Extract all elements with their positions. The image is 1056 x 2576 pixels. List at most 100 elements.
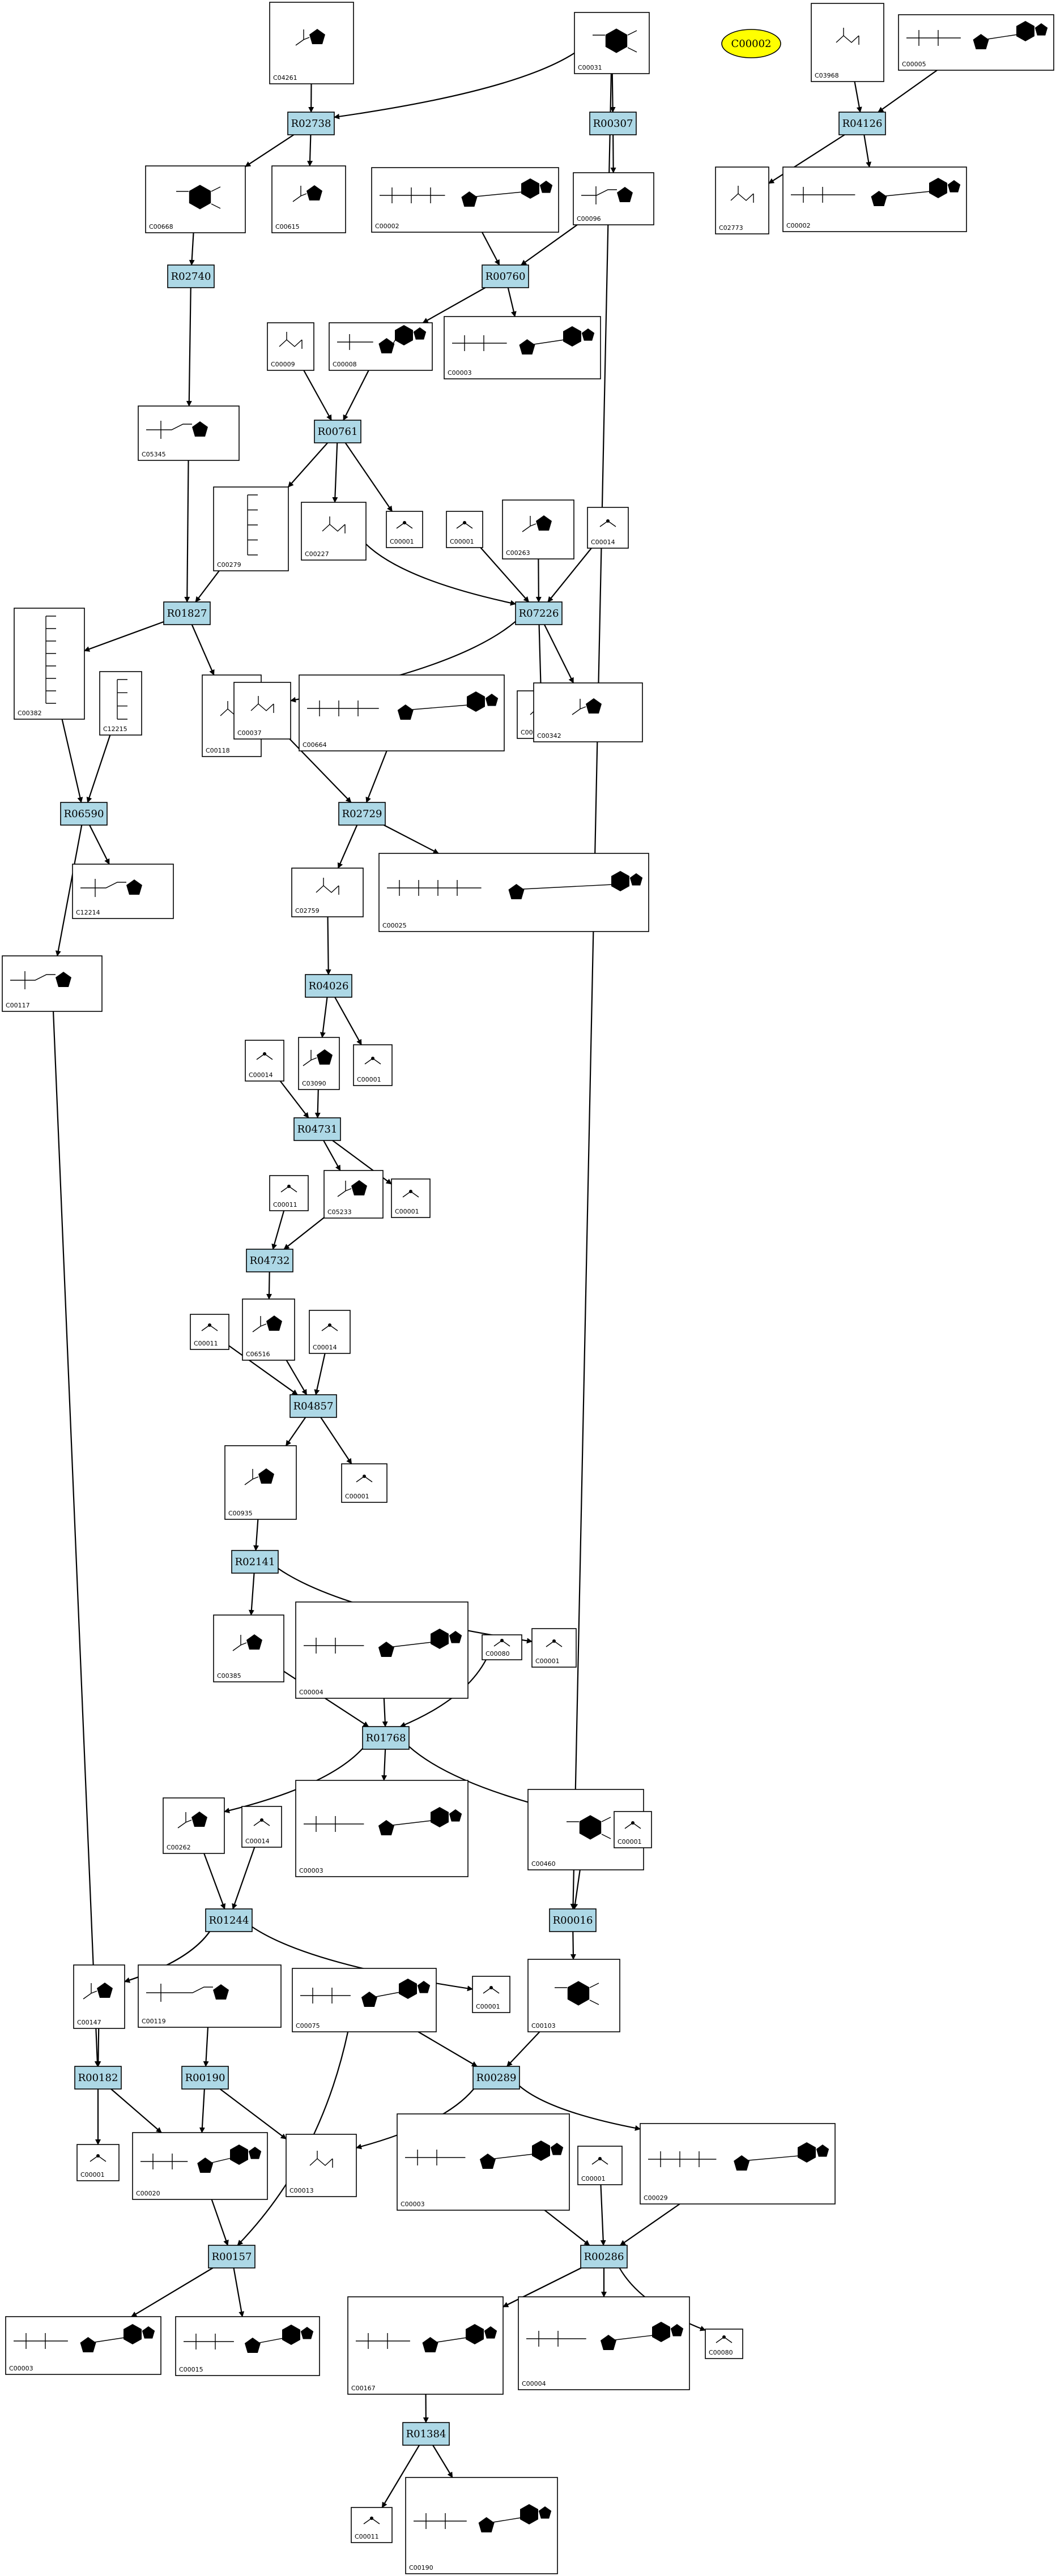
compound-node[interactable]: C00001 bbox=[391, 1178, 431, 1218]
compound-node[interactable]: C00005 bbox=[898, 14, 1054, 71]
compound-node[interactable]: C00004 bbox=[295, 1601, 469, 1699]
compound-node[interactable]: C00003 bbox=[295, 1780, 469, 1877]
compound-node[interactable]: C00002 bbox=[371, 167, 559, 233]
compound-node[interactable]: C00385 bbox=[213, 1614, 284, 1682]
compound-node[interactable]: C00003 bbox=[397, 2113, 570, 2211]
compound-node[interactable]: C00014 bbox=[245, 1040, 284, 1082]
reaction-node[interactable]: R02729 bbox=[338, 802, 386, 826]
reaction-node[interactable]: R01384 bbox=[402, 2422, 450, 2446]
compound-node[interactable]: C00382 bbox=[14, 608, 85, 720]
compound-node[interactable]: C12214 bbox=[72, 864, 174, 919]
reaction-id: R04731 bbox=[297, 1123, 338, 1135]
compound-node[interactable]: C00031 bbox=[574, 12, 650, 74]
compound-node[interactable]: C00001 bbox=[531, 1628, 577, 1668]
compound-node[interactable]: C05345 bbox=[138, 405, 240, 461]
compound-node[interactable]: C00009 bbox=[267, 322, 314, 371]
compound-node[interactable]: C00664 bbox=[299, 674, 505, 751]
compound-node[interactable]: C00013 bbox=[286, 2134, 357, 2197]
reaction-node[interactable]: R00286 bbox=[580, 2245, 628, 2269]
compound-node[interactable]: C00014 bbox=[587, 507, 629, 549]
reaction-node[interactable]: R00157 bbox=[208, 2245, 256, 2269]
compound-node[interactable]: C02773 bbox=[715, 166, 769, 234]
compound-node[interactable]: C00342 bbox=[533, 682, 643, 742]
reaction-node[interactable]: R04731 bbox=[293, 1117, 341, 1141]
reaction-node[interactable]: R01244 bbox=[205, 1908, 253, 1932]
reaction-node[interactable]: R02740 bbox=[167, 264, 215, 288]
reaction-node[interactable]: R04026 bbox=[305, 974, 352, 998]
compound-id: C00002 bbox=[375, 223, 399, 230]
reaction-node[interactable]: R06590 bbox=[60, 802, 108, 826]
compound-node[interactable]: C00003 bbox=[5, 2316, 161, 2375]
compound-node[interactable]: C00227 bbox=[301, 502, 367, 561]
compound-id: C00003 bbox=[9, 2365, 33, 2372]
compound-node[interactable]: C00003 bbox=[444, 316, 601, 379]
compound-node[interactable]: C00001 bbox=[341, 1463, 388, 1503]
compound-node[interactable]: C00935 bbox=[224, 1445, 297, 1520]
compound-node[interactable]: C00001 bbox=[386, 511, 423, 548]
compound-node[interactable]: C00020 bbox=[132, 2132, 268, 2200]
compound-node[interactable]: C00037 bbox=[233, 682, 291, 740]
reaction-node[interactable]: R04732 bbox=[246, 1249, 293, 1272]
compound-id: C00096 bbox=[577, 215, 601, 223]
structure-drawing bbox=[184, 2325, 314, 2353]
compound-node[interactable]: C00668 bbox=[145, 165, 246, 233]
reaction-node[interactable]: R00760 bbox=[482, 264, 529, 288]
compound-node[interactable]: C00080 bbox=[482, 1634, 522, 1660]
reaction-id: R06590 bbox=[64, 808, 104, 820]
compound-node[interactable]: C00262 bbox=[163, 1797, 225, 1854]
reaction-node[interactable]: R02738 bbox=[287, 112, 335, 135]
compound-node[interactable]: C00103 bbox=[527, 1959, 620, 2032]
reaction-node[interactable]: R07226 bbox=[515, 601, 563, 625]
compound-node[interactable]: C00075 bbox=[292, 1968, 437, 2032]
compound-node[interactable]: C00001 bbox=[446, 511, 483, 548]
compound-node[interactable]: C00011 bbox=[190, 1314, 229, 1350]
compound-node[interactable]: C00001 bbox=[76, 2144, 120, 2181]
reaction-node[interactable]: R00016 bbox=[549, 1908, 597, 1932]
compound-id: C00075 bbox=[296, 2022, 320, 2030]
reaction-node[interactable]: R00182 bbox=[74, 2066, 122, 2090]
compound-node[interactable]: C03090 bbox=[298, 1037, 340, 1090]
reaction-node[interactable]: R02141 bbox=[231, 1550, 279, 1574]
compound-node[interactable]: C00014 bbox=[241, 1806, 282, 1848]
reaction-node[interactable]: R01827 bbox=[163, 601, 211, 625]
compound-node[interactable]: C06516 bbox=[242, 1298, 295, 1361]
compound-node[interactable]: C00014 bbox=[309, 1310, 351, 1354]
compound-node[interactable]: C04261 bbox=[269, 2, 354, 84]
reaction-node[interactable]: R01768 bbox=[362, 1726, 410, 1750]
compound-node[interactable]: C00029 bbox=[640, 2123, 836, 2205]
compound-node[interactable]: C00001 bbox=[577, 2146, 623, 2185]
compound-node[interactable]: C00263 bbox=[502, 499, 574, 559]
compound-node[interactable]: C00279 bbox=[213, 486, 289, 571]
compound-node[interactable]: C00025 bbox=[378, 853, 649, 932]
reaction-node[interactable]: R04126 bbox=[838, 112, 886, 135]
compound-node[interactable]: C00190 bbox=[405, 2477, 558, 2574]
compound-node[interactable]: C00002 bbox=[782, 166, 967, 232]
reaction-node[interactable]: R00289 bbox=[472, 2066, 520, 2090]
reaction-id: R02141 bbox=[235, 1556, 275, 1568]
compound-node[interactable]: C00001 bbox=[472, 1976, 510, 2013]
compound-node[interactable]: C00147 bbox=[73, 1964, 125, 2029]
compound-node[interactable]: C00004 bbox=[518, 2296, 690, 2390]
compound-node[interactable]: C12215 bbox=[99, 671, 142, 736]
compound-node[interactable]: C02759 bbox=[291, 868, 364, 917]
reaction-node[interactable]: R04857 bbox=[289, 1394, 337, 1418]
compound-node[interactable]: C05233 bbox=[323, 1170, 384, 1219]
compound-node[interactable]: C00167 bbox=[347, 2296, 504, 2395]
compound-node[interactable]: C00011 bbox=[351, 2507, 393, 2543]
reaction-node[interactable]: R00190 bbox=[181, 2066, 229, 2090]
compound-id: C00147 bbox=[77, 2019, 101, 2026]
compound-node[interactable]: C00117 bbox=[2, 955, 103, 1012]
compound-node[interactable]: C00001 bbox=[614, 1811, 652, 1848]
compound-node[interactable]: C03968 bbox=[811, 3, 884, 82]
highlighted-compound[interactable]: C00002 bbox=[721, 29, 781, 58]
reaction-node[interactable]: R00307 bbox=[589, 112, 637, 135]
compound-node[interactable]: C00615 bbox=[271, 165, 346, 233]
compound-node[interactable]: C00015 bbox=[175, 2316, 320, 2376]
compound-node[interactable]: C00080 bbox=[705, 2329, 743, 2359]
compound-node[interactable]: C00001 bbox=[353, 1044, 393, 1086]
compound-node[interactable]: C00008 bbox=[329, 322, 433, 371]
compound-node[interactable]: C00011 bbox=[269, 1175, 309, 1211]
compound-node[interactable]: C00096 bbox=[573, 172, 654, 225]
compound-node[interactable]: C00119 bbox=[138, 1964, 282, 2028]
reaction-node[interactable]: R00761 bbox=[314, 420, 361, 443]
